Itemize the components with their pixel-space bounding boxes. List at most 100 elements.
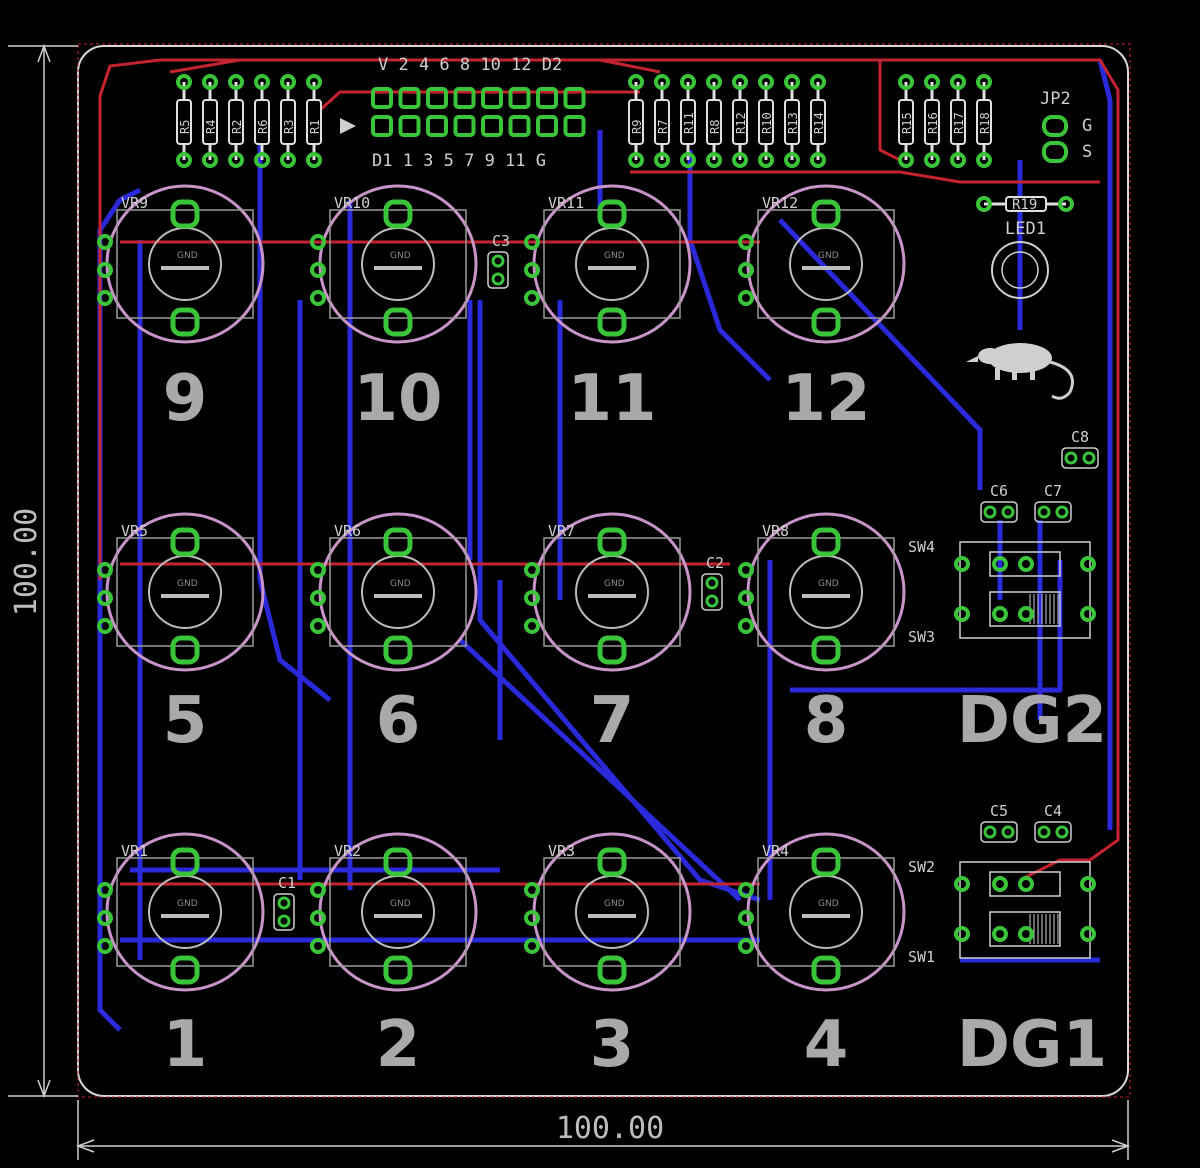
resistor-mid-pad [628,74,644,90]
resistor-right-body [898,99,914,145]
header-pin [453,87,476,109]
pot-pad [383,199,413,229]
resistor-mid-pad [654,74,670,90]
pot-pad [597,847,627,877]
switch-actuator [989,591,1061,627]
blue-trace-6 [778,218,983,490]
switch-pad [1080,876,1096,892]
header-bottom-labels: D1 1 3 5 7 9 11 G [372,151,546,171]
pot-wiper-pad [738,262,754,278]
led-lens [1001,251,1039,289]
switch-ref: SW4 [908,538,935,556]
resistor-right-pad [950,74,966,90]
blue-trace-12 [1097,59,1113,830]
opossum-logo [966,343,1074,400]
pot-pad [383,527,413,557]
resistor-mid-body [654,99,670,145]
pot-body [757,209,895,319]
resistor-right-pad [924,152,940,168]
pot-number-label: 7 [590,684,635,758]
red-trace-8 [878,60,901,162]
resistor-mid-ref: R9 [630,120,644,134]
dimension-vertical [8,43,78,1099]
capacitor-ref: C5 [990,802,1008,820]
pot-pad [811,635,841,665]
group-label: DG1 [957,1008,1107,1082]
dimension-horizontal [75,1100,1131,1160]
resistor-mid-body [758,99,774,145]
gnd-net-label: GND [818,899,839,909]
switch-actuator [989,871,1061,897]
header-pin [563,87,586,109]
resistor-mid-ref: R13 [786,112,800,134]
gnd-net-label: GND [177,579,198,589]
resistor-mid-ref: R10 [760,112,774,134]
pot-body [116,537,254,647]
switch-ref: SW1 [908,948,935,966]
gnd-net-label: GND [177,899,198,909]
gnd-net-label: GND [818,579,839,589]
resistor-left-body [176,99,192,145]
resistor-mid-body [810,99,826,145]
pot-ref: VR11 [548,194,584,212]
gnd-net-label: GND [390,899,411,909]
switch-pad [1018,876,1034,892]
resistor-right-ref: R18 [978,112,992,134]
pot-wiper-pad [524,234,540,250]
switch-pad [954,876,970,892]
pot-pad [383,635,413,665]
capacitor-body [701,573,723,611]
resistor-right-ref: R15 [900,112,914,134]
pot-number-label: 6 [376,684,421,758]
pot-wiper-pad [738,618,754,634]
capacitor-ref: C3 [492,232,510,250]
blue-trace-16 [687,150,772,382]
resistor-mid-pad [758,74,774,90]
header-pin [536,87,558,109]
red-trace-7 [630,170,1100,184]
pot-body [543,537,681,647]
pot-ref: VR10 [334,194,370,212]
switch-pad [1018,556,1034,572]
resistor-mid-pad [810,74,826,90]
resistor-right-pad [924,74,940,90]
resistor-left-ref: R4 [204,120,218,134]
capacitor-ref: C4 [1044,802,1062,820]
board-edge-dashed [77,43,1131,1098]
switch-body [959,861,1091,959]
resistor-right-ref: R17 [952,112,966,134]
resistor-mid-body [732,99,748,145]
pot-body [757,857,895,967]
pot-number-label: 1 [163,1008,208,1082]
pot-pad [811,527,841,557]
pot-wiper-pad [738,938,754,954]
resistor-mid-pad [706,74,722,90]
pot-body [116,209,254,319]
resistor-right-body [924,99,940,145]
resistor-left-pad [202,74,218,90]
pot-wiper-pad [738,590,754,606]
pot-wiper-pad [524,910,540,926]
resistor-mid-pad [758,152,774,168]
gnd-net-label: GND [818,251,839,261]
gnd-net-label: GND [177,251,198,261]
pot-knob [789,875,863,949]
capacitor-body [487,251,509,289]
resistor-mid-pad [706,152,722,168]
capacitor-pad [1055,825,1069,839]
resistor-mid-ref: R14 [812,112,826,134]
capacitor-body [273,893,295,931]
pot-ref: VR2 [334,842,361,860]
resistor-mid-pad [732,152,748,168]
resistor-right-pad [898,152,914,168]
pot-wiper-pad [738,234,754,250]
pot-wiper-pad [310,910,326,926]
dimension-vertical-label: 100.00 [9,508,44,616]
capacitor-ref: C1 [278,874,296,892]
resistor-right-body [950,99,966,145]
board-outline [77,45,1129,1097]
switch-ref: SW2 [908,858,935,876]
pot-number-label: 2 [376,1008,421,1082]
capacitor-pad [1037,505,1051,519]
